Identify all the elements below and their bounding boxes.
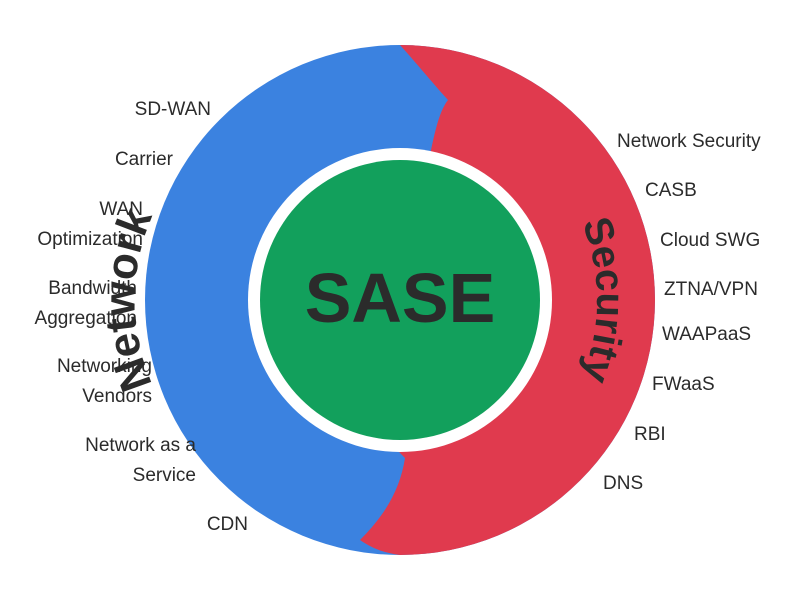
network-item-bandwidth-aggregation: Bandwidth Aggregation [34, 278, 137, 329]
network-item-networking-vendors: Networking Vendors [56, 356, 152, 407]
security-item-rbi: RBI [634, 424, 666, 445]
network-item-cdn: CDN [206, 514, 248, 535]
network-item-wan-optimization: WAN Optimization [37, 199, 143, 250]
security-item-dns: DNS [603, 473, 644, 494]
security-item-cloud-swg: Cloud SWG [660, 230, 761, 251]
security-item-waapaas: WAAPaaS [662, 324, 752, 345]
security-item-fwaas: FWaaS [652, 374, 715, 395]
security-item-casb: CASB [645, 180, 697, 201]
center-circle [260, 160, 540, 440]
security-item-network-security: Network Security [617, 131, 761, 152]
center-label: SASE [305, 259, 496, 337]
network-item-carrier: Carrier [114, 149, 173, 170]
network-item-network-as-a-service: Network as a Service [85, 435, 196, 486]
network-item-sd-wan: SD-WAN [134, 99, 211, 120]
security-item-ztna-vpn: ZTNA/VPN [664, 279, 758, 300]
